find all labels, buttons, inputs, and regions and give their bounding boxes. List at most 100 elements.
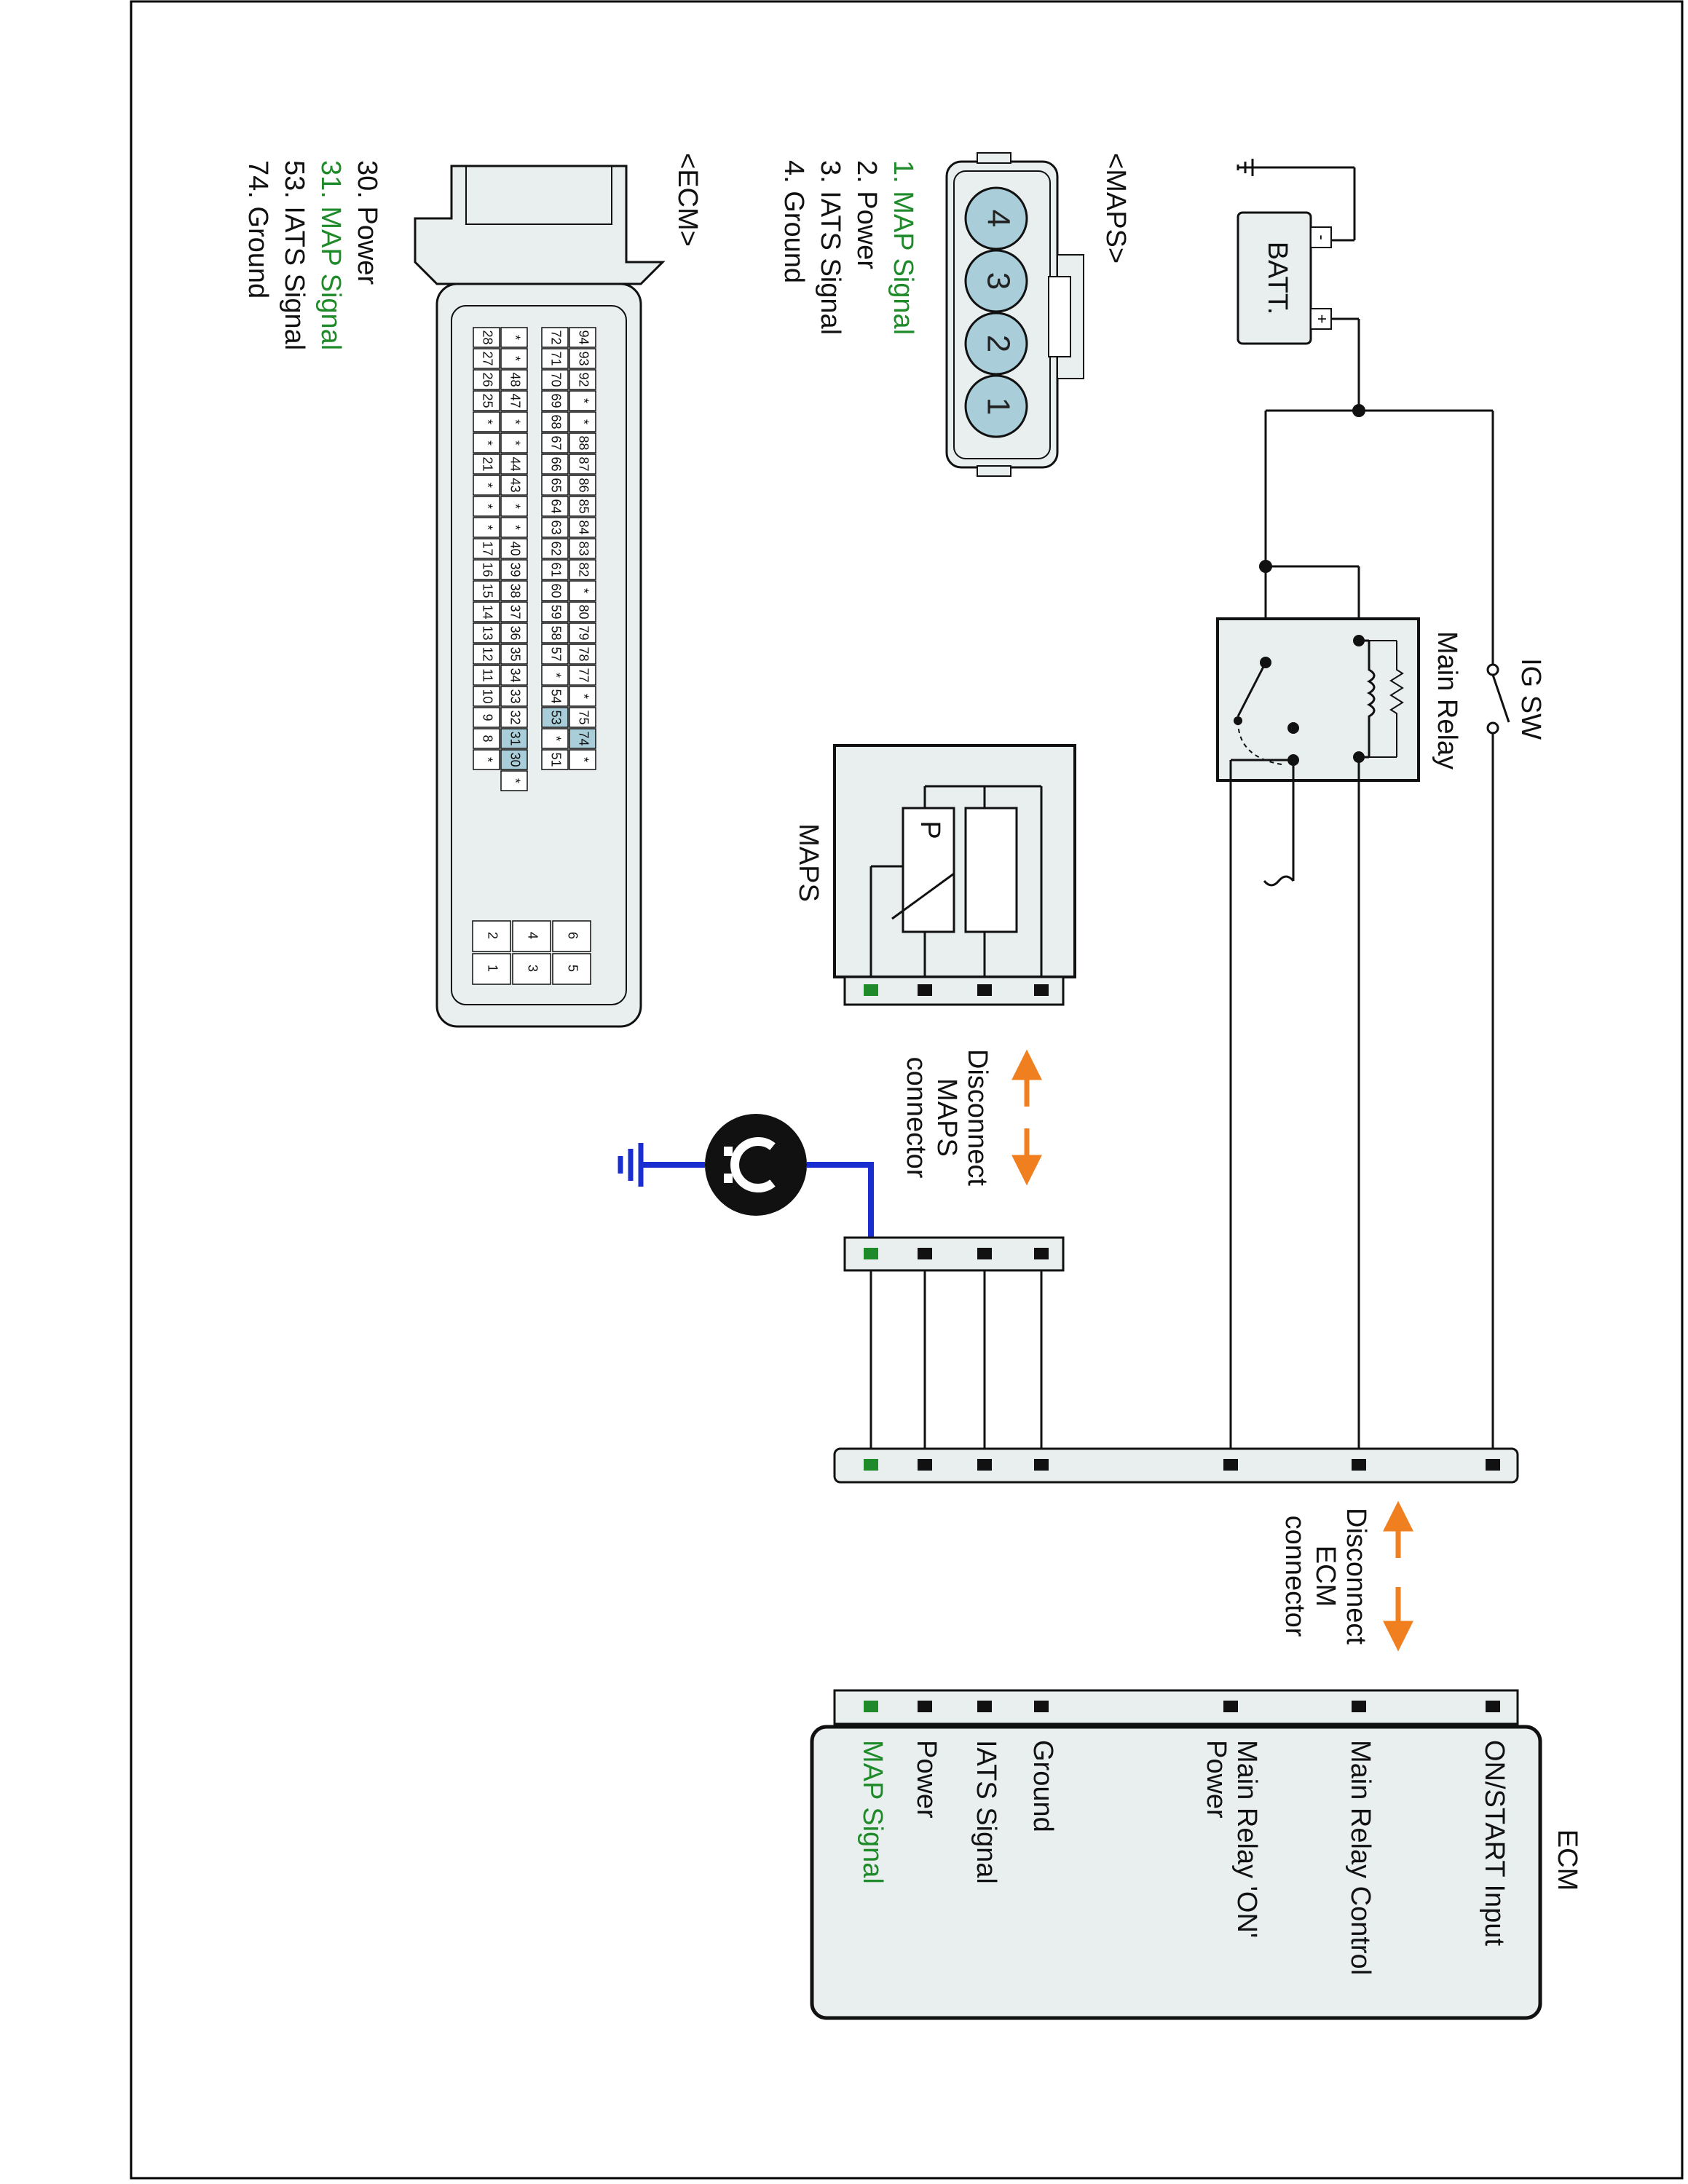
ecm-small-pin-cell: [552, 953, 591, 985]
maps-pin-2: [964, 312, 1028, 376]
ecm-pin-number: *: [508, 356, 522, 361]
ecm-pin-desc-74: 74. Ground: [242, 160, 273, 298]
ecm-pin-cell: [473, 686, 500, 707]
main-relay: Main Relay: [1216, 617, 1462, 782]
ecm-pin-cell: [473, 580, 500, 601]
disconnect-maps-line3: connector: [901, 1057, 931, 1179]
ecm-pin-number: 58: [548, 625, 563, 640]
maps-pin-4: [964, 186, 1028, 250]
ecm-pin-number: 14: [480, 604, 494, 619]
ecm-pin-cell: [569, 749, 596, 770]
maps-pin-3-number: 3: [980, 272, 1016, 290]
ecm-pin-number: 67: [548, 435, 563, 450]
ecm-pin-cell: [541, 644, 569, 665]
ecm-pin-number: 93: [576, 351, 591, 365]
ecm-pin-number: 37: [508, 604, 522, 619]
ecm-small-pin-number: 4: [525, 932, 540, 939]
ecm-pin-cell: [541, 348, 569, 369]
page-frame: [130, 0, 1684, 2180]
ecm-pin-number: 9: [480, 713, 494, 721]
ecm-small-pin-cell: [552, 920, 591, 952]
ecm-pin-number: *: [576, 419, 591, 424]
ecm-pin-cell: [473, 707, 500, 728]
ecm-pin-number: *: [508, 419, 522, 424]
ecm-terminal-main-relay-power: Power: [1201, 1740, 1231, 1819]
ecm-pin-cell: [500, 369, 528, 390]
ecm-pin-number: 83: [576, 541, 591, 555]
ecm-pin-number: 54: [548, 689, 563, 703]
ecm-pin-cell: [473, 475, 500, 496]
ecm-pin-cell: [541, 622, 569, 644]
ecm-pin-cell: [541, 580, 569, 601]
ecm-pin-number: 62: [548, 541, 563, 555]
ecm-module: ECM ON/START Input Main Relay Control Ma…: [810, 1689, 1582, 2020]
ecm-pin-cell: [569, 327, 596, 348]
ecm-pin-number: *: [508, 335, 522, 340]
ecm-pin-cell: [473, 327, 500, 348]
ecm-pin-number: 51: [548, 752, 563, 767]
ecm-pin-cell: [541, 601, 569, 622]
ecm-pin-number: *: [480, 440, 494, 446]
ecm-pin-cell: [569, 475, 596, 496]
ecm-small-pin-cell: [512, 953, 551, 985]
disconnect-maps-line2: MAPS: [931, 1078, 962, 1157]
maps-connector-title: <MAPS>: [1100, 153, 1131, 264]
ecm-pin-number: 88: [576, 435, 591, 450]
ecm-pin-cell: [569, 559, 596, 580]
ecm-pin-cell: [569, 622, 596, 644]
maps-pin-desc-4: 4. Ground: [778, 160, 809, 283]
ecm-connector-title: <ECM>: [672, 153, 703, 247]
ecm-pin-number: 86: [576, 478, 591, 492]
ecm-pin-number: 16: [480, 562, 494, 577]
disconnect-maps-annotation: Disconnect MAPS connector: [901, 1049, 1042, 1186]
battery-ground-icon: [1237, 159, 1254, 176]
ecm-pin-number: 31: [508, 731, 522, 745]
ecm-pin-number: 32: [508, 710, 522, 724]
maps-sensor-label: MAPS: [793, 823, 824, 902]
ecm-pin-number: 43: [508, 478, 522, 492]
ecm-pin-cell: [541, 538, 569, 559]
maps-connector-view: <MAPS> 4 3 2 1 1. MAP Signal 2. Power 3.…: [778, 152, 1131, 477]
ecm-pin-number: 21: [480, 456, 494, 471]
ecm-pin-number: 26: [480, 372, 494, 387]
pressure-element-label: P: [915, 820, 945, 839]
ecm-pin-cell: [473, 411, 500, 432]
ecm-pin-number: 75: [576, 710, 591, 724]
ecm-pin-number: 15: [480, 583, 494, 598]
ecm-pin-number: 17: [480, 541, 494, 555]
ecm-pin-cell: [541, 749, 569, 770]
ecm-terminal-on-start: ON/START Input: [1479, 1740, 1510, 1946]
ecm-pin-cell: [473, 601, 500, 622]
ecm-pin-cell: [541, 369, 569, 390]
ecm-small-pin-number: 1: [485, 965, 500, 972]
ecm-pin-cell: [500, 559, 528, 580]
battery-label: BATT.: [1262, 242, 1293, 315]
ecm-pin-number: 92: [576, 372, 591, 387]
maps-pin-desc-1: 1. MAP Signal: [888, 160, 918, 335]
ecm-pin-cell: [500, 707, 528, 728]
ecm-pin-number: *: [480, 483, 494, 488]
ecm-pin-number: 10: [480, 689, 494, 703]
maps-harness-connector: [843, 1236, 1065, 1272]
ecm-pin-cell: [541, 327, 569, 348]
ecm-pin-cell: [500, 601, 528, 622]
ecm-pin-cell: [569, 369, 596, 390]
ecm-terminal-ground: Ground: [1028, 1740, 1058, 1832]
ecm-pin-number: 53: [548, 710, 563, 724]
ecm-pin-cell: [473, 559, 500, 580]
maps-pin-3: [964, 249, 1028, 313]
ecm-pin-cell: [473, 432, 500, 454]
ecm-pin-number: 28: [480, 330, 494, 344]
ecm-pin-cell: [569, 496, 596, 517]
ecm-pin-number: 74: [576, 731, 591, 745]
ecm-pin-number: 72: [548, 330, 563, 344]
ecm-pin-grid: 949392**88878685848382*80797877*7574*727…: [473, 327, 596, 791]
ecm-pin-number: *: [508, 778, 522, 783]
ecm-pin-number: 57: [548, 646, 563, 661]
maps-sensor: MAPS P: [793, 744, 1076, 1006]
ecm-pin-desc-31: 31. MAP Signal: [315, 160, 346, 350]
ecm-module-label: ECM: [1552, 1829, 1582, 1891]
ecm-pin-cell: [500, 622, 528, 644]
